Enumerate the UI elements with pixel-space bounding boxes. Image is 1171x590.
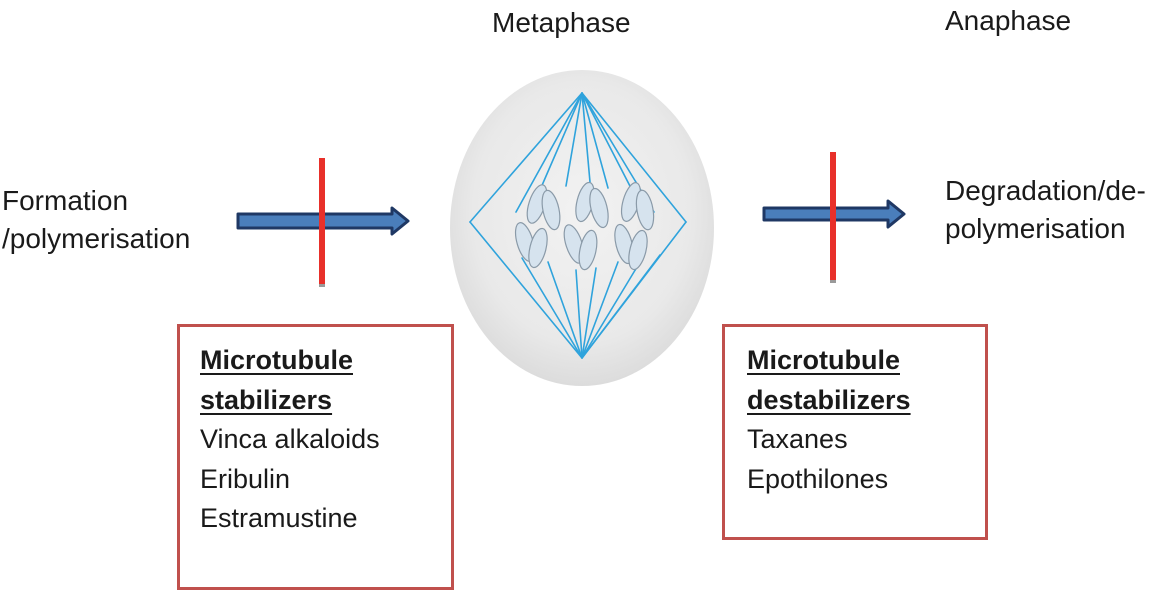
block-bar-right (830, 152, 836, 283)
destabilizer-item: Taxanes (747, 424, 848, 454)
destabilizers-box: Microtubule destabilizers Taxanes Epothi… (722, 324, 988, 540)
anaphase-label: Anaphase (945, 5, 1072, 36)
spindle-fibers (469, 92, 687, 359)
degradation-label: Degradation/de- polymerisation (945, 172, 1146, 248)
metaphase-label: Metaphase (492, 7, 631, 38)
cell-body (450, 70, 714, 386)
stabilizer-item: Vinca alkaloids (200, 424, 380, 454)
destabilizers-heading-line-1: Microtubule (747, 345, 900, 375)
block-bar-left (319, 158, 325, 287)
stabilizer-item: Estramustine (200, 503, 358, 533)
degradation-line-2: polymerisation (945, 213, 1126, 244)
stabilizer-item: Eribulin (200, 463, 291, 494)
stabilizers-heading-line-1: Microtubule (200, 345, 353, 375)
formation-line-1: Formation (2, 185, 129, 216)
destabilizers-heading-line-2: destabilizers (747, 384, 911, 415)
destabilizer-item: Epothilones (747, 463, 889, 494)
stabilizers-heading-line-2: stabilizers (200, 384, 333, 415)
formation-label: Formation /polymerisation (2, 182, 190, 258)
formation-line-2: /polymerisation (2, 223, 191, 254)
stabilizers-box: Microtubule stabilizers Vinca alkaloids … (177, 324, 454, 590)
chromosomes (514, 181, 655, 271)
degradation-line-1: Degradation/de- (945, 175, 1146, 206)
